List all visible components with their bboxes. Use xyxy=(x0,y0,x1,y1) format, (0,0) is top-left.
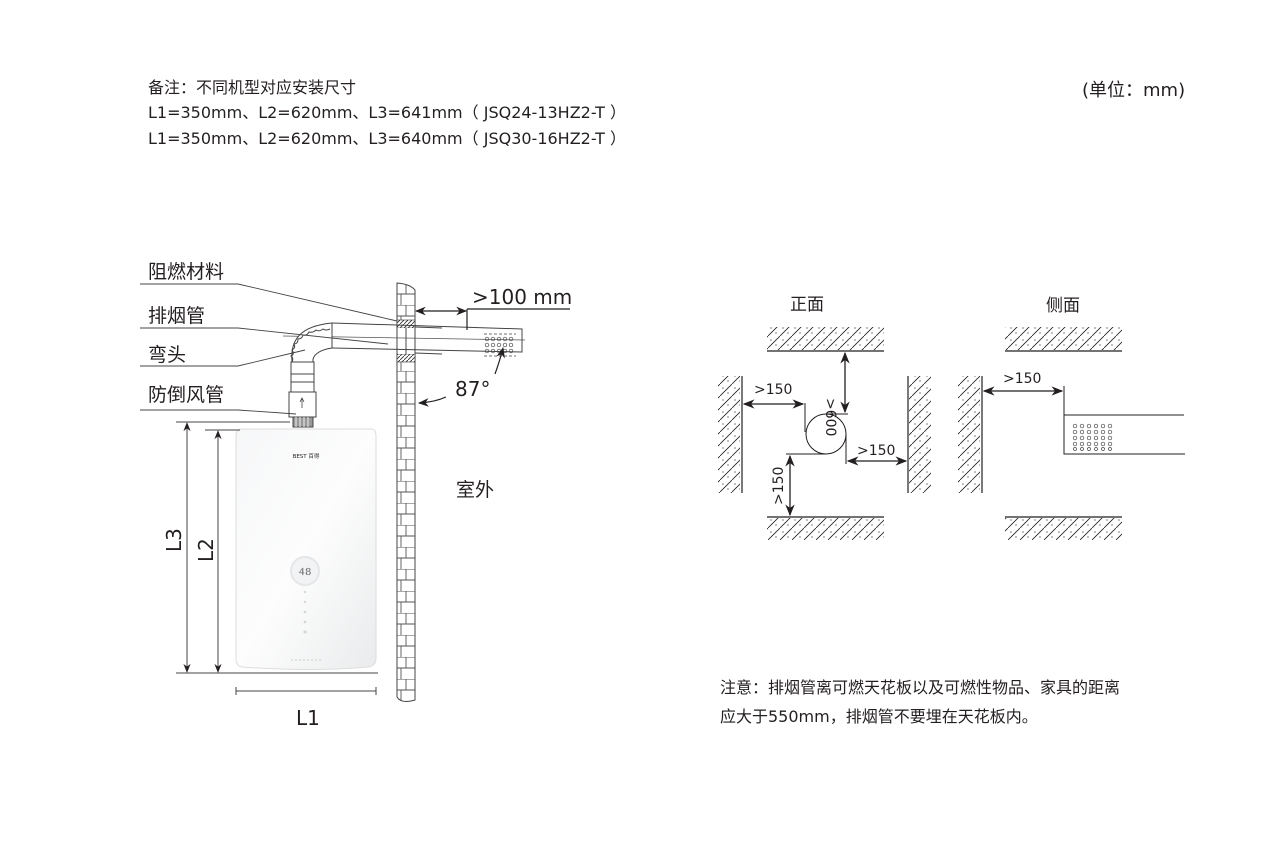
notes-line-1: L1=350mm、L2=620mm、L3=641mm（ JSQ24-13HZ2-… xyxy=(148,103,627,122)
heater-control-buttons xyxy=(303,590,307,634)
dim-protrusion: >100 mm xyxy=(472,285,573,309)
heater-brand: BEST 百得 xyxy=(293,452,320,460)
front-bottom-clearance: >150 xyxy=(771,467,787,505)
side-view: >150 xyxy=(958,327,1185,540)
water-heater: BEST 百得 48 xyxy=(235,428,377,670)
front-right-clearance: >150 xyxy=(857,443,895,459)
dim-protrusion-lines xyxy=(414,306,570,330)
side-view-title: 侧面 xyxy=(1046,296,1080,316)
unit-label: (单位：mm) xyxy=(1082,80,1186,101)
side-view-vent-holes xyxy=(1072,423,1113,451)
front-top-clearance: >600 xyxy=(822,398,838,436)
heater-display-ring xyxy=(290,556,320,586)
notes-title: 备注：不同机型对应安装尺寸 xyxy=(148,78,357,97)
flame-retardant-top xyxy=(396,319,416,329)
brick-wall xyxy=(396,282,416,702)
warning-line-2: 应大于550mm，排烟管不要埋在天花板内。 xyxy=(720,707,1038,726)
notes-line-2: L1=350mm、L2=620mm、L3=640mm（ JSQ30-16HZ2-… xyxy=(148,129,627,148)
anti-backdraft-pipe xyxy=(288,361,317,428)
dim-angle: 87° xyxy=(455,377,491,401)
flame-retardant-bottom xyxy=(396,353,416,363)
side-left-clearance: >150 xyxy=(1003,371,1041,387)
front-left-clearance: >150 xyxy=(754,382,792,398)
leader-lines xyxy=(140,283,443,415)
front-view-pipe xyxy=(786,403,848,464)
label-anti-backdraft: 防倒风管 xyxy=(148,384,225,406)
label-outdoor: 室外 xyxy=(456,479,495,501)
warning-line-1: 注意：排烟管离可燃天花板以及可燃性物品、家具的距离 xyxy=(720,678,1121,697)
heater-display: 48 xyxy=(299,567,312,578)
heater-dimension-lines xyxy=(176,421,378,695)
elbow xyxy=(290,322,333,363)
label-flame-retardant: 阻燃材料 xyxy=(148,261,225,283)
pipe-vent-holes xyxy=(484,333,516,357)
front-view-title: 正面 xyxy=(790,295,824,315)
dim-L1: L1 xyxy=(296,706,320,730)
angle-arrows xyxy=(417,346,505,407)
label-flue-pipe: 排烟管 xyxy=(148,305,206,327)
label-elbow: 弯头 xyxy=(148,344,187,366)
side-view-pipe xyxy=(1063,386,1185,455)
front-view: >150 >150 >600 >150 xyxy=(718,327,931,540)
